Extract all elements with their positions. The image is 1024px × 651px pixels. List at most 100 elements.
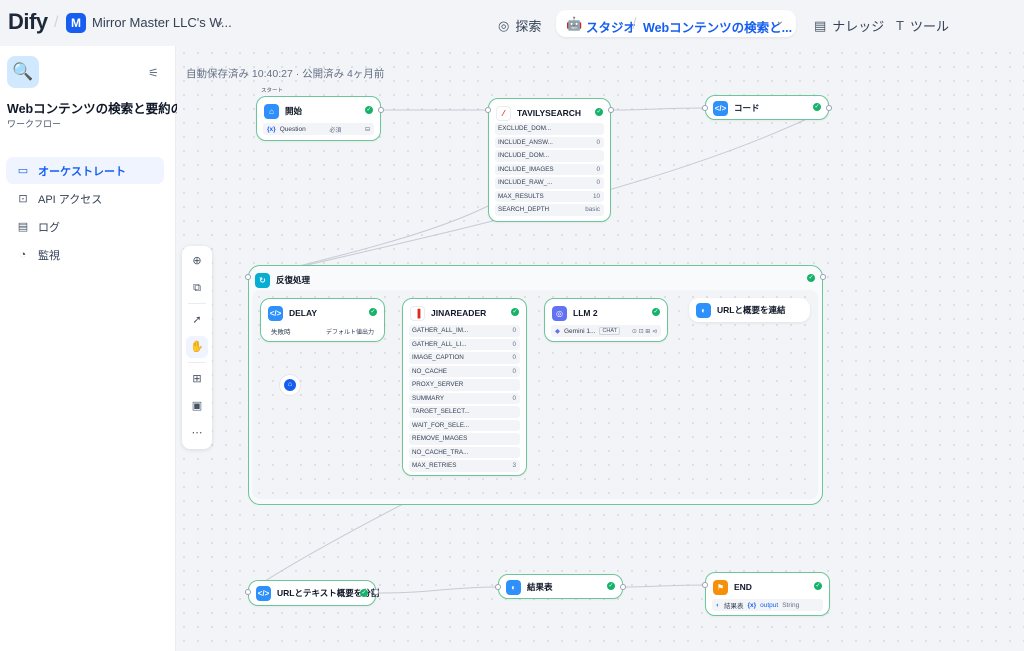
- template-icon: ◐: [506, 579, 521, 595]
- terminal-icon: ⊡: [18, 193, 28, 205]
- param-row: EXCLUDE_DOM...: [495, 123, 604, 135]
- node-title: JINAREADER: [431, 308, 487, 318]
- node-handle[interactable]: [245, 274, 251, 280]
- app-title: Webコンテンツの検索と要約の...: [7, 102, 194, 116]
- add-node-icon[interactable]: ⊕: [192, 255, 202, 267]
- node-title: URLと概要を連結: [717, 305, 786, 315]
- workflow-canvas[interactable]: 自動保存済み 10:40:27 · 公開済み 4ヶ月前 スタート ⌂開始 ✓ {…: [177, 46, 1024, 651]
- organize-blocks-icon[interactable]: ⊞: [192, 373, 202, 385]
- more-icon[interactable]: ⋯: [191, 427, 203, 439]
- node-handle[interactable]: [485, 107, 491, 113]
- node-handle[interactable]: [826, 105, 832, 111]
- error-strategy: 失敗時 デフォルト値出力: [271, 329, 374, 336]
- check-icon: ✓: [807, 274, 815, 282]
- node-handle[interactable]: [378, 107, 384, 113]
- node-handle[interactable]: [820, 274, 826, 280]
- flag-icon: ⚑: [713, 579, 728, 595]
- hammer-icon: T: [896, 18, 904, 33]
- template-icon: ◐: [696, 302, 711, 318]
- chevron-down-icon[interactable]: ⌄: [775, 16, 784, 27]
- node-handle[interactable]: [373, 589, 379, 595]
- dify-logo[interactable]: Dify: [8, 9, 48, 34]
- param-row: INCLUDE_DOM...: [495, 150, 604, 162]
- node-handle[interactable]: [245, 589, 251, 595]
- sidebar-item-api[interactable]: ⊡ API アクセス: [6, 185, 164, 212]
- edge-split-result: [375, 586, 499, 594]
- start-variable[interactable]: {x}Question 必須⊟: [263, 123, 374, 135]
- model-selector[interactable]: ◆ Gemini 1... CHAT ⊙ ⊡ ⊞ ⊲: [551, 325, 661, 337]
- top-bar: Dify / M Mirror Master LLC's W... ⌄ ◎ 探索…: [0, 0, 1024, 46]
- nav-knowledge[interactable]: ▤ ナレッジ: [814, 17, 885, 35]
- node-handle[interactable]: [702, 582, 708, 588]
- param-list: GATHER_ALL_IM...0 GATHER_ALL_LI...0 IMAG…: [409, 325, 520, 474]
- node-end[interactable]: ⚑END ✓ ◐ 結果表 {x} output String: [705, 572, 830, 616]
- iteration-start[interactable]: ⌂: [279, 374, 301, 396]
- edge-tavily-code: [610, 107, 706, 111]
- node-handle[interactable]: [620, 584, 626, 590]
- node-title: LLM 2: [573, 308, 598, 318]
- chevron-down-icon[interactable]: ⌄: [215, 14, 226, 28]
- node-jinareader[interactable]: ▐JINAREADER ✓ GATHER_ALL_IM...0 GATHER_A…: [402, 298, 527, 476]
- add-note-icon[interactable]: ⧉: [193, 282, 201, 294]
- node-title: END: [734, 582, 752, 592]
- param-row: INCLUDE_RAW_...0: [495, 177, 604, 189]
- check-icon: ✓: [813, 103, 821, 111]
- param-row: INCLUDE_ANSW...0: [495, 136, 604, 148]
- side-menu: ▭ オーケストレート ⊡ API アクセス ▤ ログ ◔ 監視: [6, 157, 164, 269]
- nav-studio[interactable]: 🤖 スタジオ / Webコンテンツの検索と... ⌄: [556, 10, 796, 37]
- export-image-icon[interactable]: ▣: [191, 400, 203, 412]
- node-title: コード: [734, 103, 760, 113]
- check-icon: ✓: [511, 308, 519, 316]
- hand-icon[interactable]: ✋: [186, 336, 208, 358]
- code-icon: </>: [713, 100, 728, 116]
- node-handle[interactable]: [495, 584, 501, 590]
- param-row: GATHER_ALL_LI...0: [409, 338, 520, 350]
- node-delay[interactable]: </>DELAY ✓ 失敗時 デフォルト値出力: [260, 298, 385, 342]
- node-result-table[interactable]: ◐ 結果表 ✓: [498, 574, 623, 599]
- orchestrate-icon: ▭: [17, 165, 29, 177]
- node-code[interactable]: </> コード ✓: [705, 95, 829, 120]
- home-icon: ⌂: [264, 103, 279, 119]
- check-icon: ✓: [607, 582, 615, 590]
- node-llm[interactable]: ◎LLM 2 ✓ ◆ Gemini 1... CHAT ⊙ ⊡ ⊞ ⊲: [544, 298, 668, 342]
- check-icon: ✓: [360, 589, 368, 597]
- node-start[interactable]: ⌂開始 ✓ {x}Question 必須⊟: [256, 96, 381, 141]
- nav-explore[interactable]: ◎ 探索: [498, 17, 542, 35]
- code-icon: </>: [268, 305, 283, 321]
- end-output-variable[interactable]: ◐ 結果表 {x} output String: [712, 599, 823, 611]
- node-tavilysearch[interactable]: ⁄TAVILYSEARCH ✓ EXCLUDE_DOM... INCLUDE_A…: [488, 98, 611, 222]
- node-url-split[interactable]: </>URLとテキスト概要を分割 ✓: [248, 580, 379, 606]
- param-row: WAIT_FOR_SELE...: [409, 419, 520, 431]
- nav-tools[interactable]: T ツール: [896, 18, 949, 34]
- param-list: EXCLUDE_DOM... INCLUDE_ANSW...0 INCLUDE_…: [495, 123, 604, 218]
- node-handle[interactable]: [608, 107, 614, 113]
- feature-icons: ⊙ ⊡ ⊞ ⊲: [631, 328, 657, 335]
- workspace-name[interactable]: Mirror Master LLC's W...: [92, 15, 232, 30]
- node-title: TAVILYSEARCH: [517, 108, 582, 118]
- divider: /: [54, 14, 59, 31]
- canvas-toolbar: ⊕ ⧉ ➚ ✋ ⊞ ▣ ⋯: [182, 246, 212, 449]
- sidebar-item-monitor[interactable]: ◔ 監視: [6, 241, 164, 268]
- robot-icon: 🤖: [566, 16, 583, 31]
- param-row: REMOVE_IMAGES: [409, 433, 520, 445]
- current-app-name[interactable]: Webコンテンツの検索と...: [643, 21, 793, 35]
- node-handle[interactable]: [702, 105, 708, 111]
- template-icon: ◐: [716, 601, 720, 609]
- param-row: TARGET_SELECT...: [409, 406, 520, 418]
- node-url-concat[interactable]: ◐ URLと概要を連結: [689, 298, 810, 322]
- loop-icon: ↻: [255, 272, 270, 288]
- sidebar-item-logs[interactable]: ▤ ログ: [17, 221, 60, 234]
- sidebar-item-orchestrate[interactable]: ▭ オーケストレート: [6, 157, 164, 184]
- node-title: 結果表: [527, 582, 553, 592]
- sidebar-toggle-icon[interactable]: ⚟: [148, 66, 159, 80]
- workspace-avatar[interactable]: M: [66, 13, 86, 33]
- pointer-icon[interactable]: ➚: [192, 314, 202, 326]
- app-sidebar: 🔍 ⚟ Webコンテンツの検索と要約の... ワークフロー ▭ オーケストレート…: [0, 46, 194, 651]
- check-icon: ✓: [365, 106, 373, 114]
- param-row: NO_CACHE_TRA...: [409, 446, 520, 458]
- param-row: GATHER_ALL_IM...0: [409, 325, 520, 337]
